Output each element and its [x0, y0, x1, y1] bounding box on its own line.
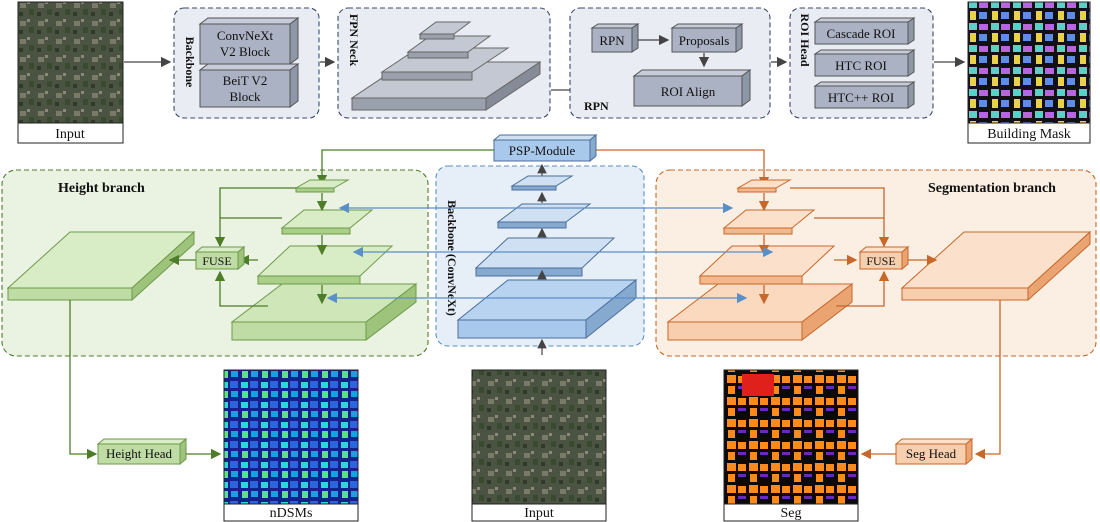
convnext-line1: ConvNeXt [217, 28, 274, 43]
seg-image: Seg [723, 369, 859, 522]
roi-align-label: ROI Align [661, 84, 716, 99]
fpn-pyramid [350, 21, 542, 111]
convnext-block: ConvNeXt V2 Block [198, 17, 300, 65]
backbone-label: Backbone [183, 37, 197, 88]
htc-roi-box: HTC ROI [813, 49, 916, 77]
htcpp-roi-label: HTC++ ROI [828, 90, 894, 105]
psp-module-label: PSP-Module [509, 143, 576, 158]
beit-block: BeiT V2 Block [198, 63, 300, 108]
proposals-box: Proposals [670, 23, 744, 53]
roi-head-box: ROI Head Cascade ROI HTC ROI HTC++ ROI [789, 7, 934, 119]
building-mask-image: Building Mask [967, 1, 1091, 144]
htc-roi-label: HTC ROI [835, 58, 887, 73]
roi-head-label: ROI Head [798, 13, 812, 66]
ndsms-caption: nDSMs [270, 506, 313, 521]
backbone-box: Backbone ConvNeXt V2 Block BeiT V2 Block [173, 7, 320, 119]
rpn-box: RPN Proposals ROI Align RPN [569, 7, 771, 119]
rpn-label: RPN [584, 99, 609, 113]
fuse-left-box: FUSE [194, 245, 246, 271]
seg-head-box: Seg Head [894, 437, 974, 466]
cascade-roi-label: Cascade ROI [827, 26, 896, 41]
proposals-label: Proposals [679, 33, 730, 48]
htcpp-roi-box: HTC++ ROI [813, 81, 916, 109]
fpn-neck-box: FPN Neck [337, 7, 551, 119]
height-branch-title: Height branch [58, 181, 145, 196]
seg-head-label: Seg Head [906, 446, 957, 461]
cascade-roi-box: Cascade ROI [813, 17, 916, 45]
rpn-inner-label: RPN [599, 33, 625, 48]
rpn-inner-box: RPN [590, 23, 640, 53]
fuse-right-box: FUSE [858, 245, 910, 271]
bottom-input-image: Input [471, 369, 607, 522]
backbone-convnext-label: Backbone (ConvNeXt) [445, 200, 459, 316]
building-mask-caption: Building Mask [987, 127, 1071, 142]
psp-module-box: PSP-Module [492, 133, 598, 163]
top-input-image: Input [17, 1, 124, 144]
bottom-input-caption: Input [524, 506, 554, 521]
fpn-label: FPN Neck [347, 14, 361, 67]
seg-caption: Seg [781, 506, 802, 521]
convnext-line2: V2 Block [220, 44, 271, 59]
roi-align-box: ROI Align [632, 69, 752, 107]
height-head-box: Height Head [96, 437, 188, 466]
segmentation-branch-title: Segmentation branch [928, 181, 1056, 196]
beit-line2: Block [229, 89, 261, 104]
beit-line1: BeiT V2 [223, 73, 268, 88]
fuse-left-label: FUSE [202, 254, 231, 268]
fuse-right-label: FUSE [866, 254, 895, 268]
top-input-caption: Input [55, 127, 85, 142]
height-head-label: Height Head [106, 446, 173, 461]
ndsms-image: nDSMs [223, 369, 359, 522]
